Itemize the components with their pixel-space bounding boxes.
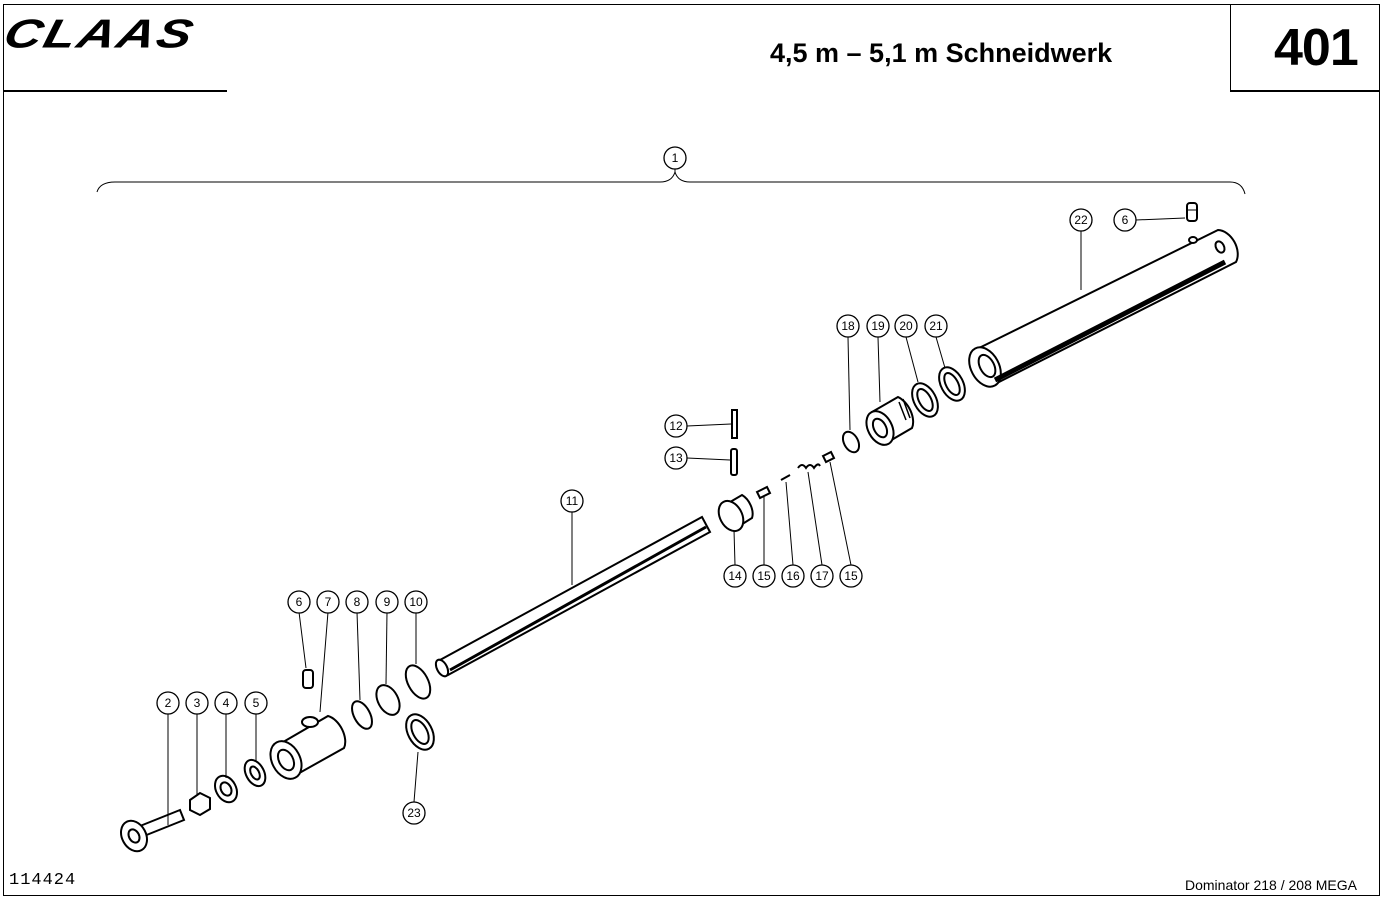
svg-text:19: 19 [871,319,885,333]
cylinder-head [269,714,347,780]
callout-18: 18 [836,314,860,338]
svg-text:6: 6 [1122,213,1129,227]
svg-text:10: 10 [409,595,423,609]
model-label: Dominator 218 / 208 MEGA [1185,877,1357,893]
piston [865,395,915,446]
eye-bolt [120,808,186,853]
svg-text:15: 15 [757,569,771,583]
page-number: 401 [1274,19,1359,77]
callout-16: 16 [781,564,805,588]
document-number: 114424 [9,871,77,890]
svg-text:14: 14 [728,569,742,583]
svg-text:1: 1 [672,151,679,165]
svg-text:11: 11 [566,494,579,508]
svg-text:15: 15 [844,569,858,583]
check-valve-parts [755,450,836,500]
callout-9: 9 [375,590,399,614]
callout-22: 22 [1069,208,1093,232]
svg-text:12: 12 [669,419,683,433]
svg-text:8: 8 [354,595,361,609]
header-rule-right [1230,90,1380,92]
callout-12: 12 [664,414,688,438]
ring-8 [351,700,373,730]
leader-lines [167,168,1186,825]
svg-text:20: 20 [899,319,913,333]
svg-text:4: 4 [223,696,230,710]
svg-text:5: 5 [253,696,260,710]
callout-23: 23 [402,801,426,825]
callout-15-left: 15 [752,564,776,588]
callout-6-upper: 6 [1113,208,1137,232]
svg-text:2: 2 [165,696,172,710]
callout-3: 3 [185,691,209,715]
callout-1: 1 [663,146,687,170]
svg-text:22: 22 [1074,213,1088,227]
page-frame [3,4,1380,896]
callout-14: 14 [723,564,747,588]
nut-3 [189,791,211,817]
header-divider [1230,4,1231,90]
page-title: 4,5 m – 5,1 m Schneidwerk [770,38,1113,68]
svg-text:3: 3 [194,696,201,710]
ring-9 [375,684,401,716]
o-ring-18 [841,430,861,454]
callout-19: 19 [866,314,890,338]
sleeve-14 [717,493,754,533]
callout-10: 10 [404,590,428,614]
callout-11: 11 [560,489,584,513]
grease-nipple-lower [302,669,314,689]
svg-text:18: 18 [841,319,855,333]
header-rule-left [3,90,227,92]
svg-text:16: 16 [786,569,800,583]
callout-21: 21 [924,314,948,338]
grease-nipple-upper [1186,202,1198,222]
svg-text:6: 6 [296,595,303,609]
callout-6-lower: 6 [287,590,311,614]
callout-13: 13 [664,446,688,470]
callout-2: 2 [156,691,180,715]
svg-text:13: 13 [669,451,683,465]
callout-5: 5 [244,691,268,715]
ring-10 [404,664,432,700]
cylinder-tube [968,228,1239,388]
callout-7: 7 [316,590,340,614]
callout-20: 20 [894,314,918,338]
callout-15-right: 15 [839,564,863,588]
callout-8: 8 [345,590,369,614]
pin-13 [730,448,738,476]
callout-17: 17 [810,564,834,588]
svg-text:23: 23 [407,806,421,820]
svg-text:7: 7 [325,595,332,609]
svg-text:17: 17 [815,569,829,583]
svg-text:21: 21 [929,319,943,333]
svg-text:9: 9 [384,595,391,609]
piston-rod [434,515,712,678]
assembly-bracket [96,170,1246,195]
pin-12 [731,409,738,439]
callout-4: 4 [214,691,238,715]
